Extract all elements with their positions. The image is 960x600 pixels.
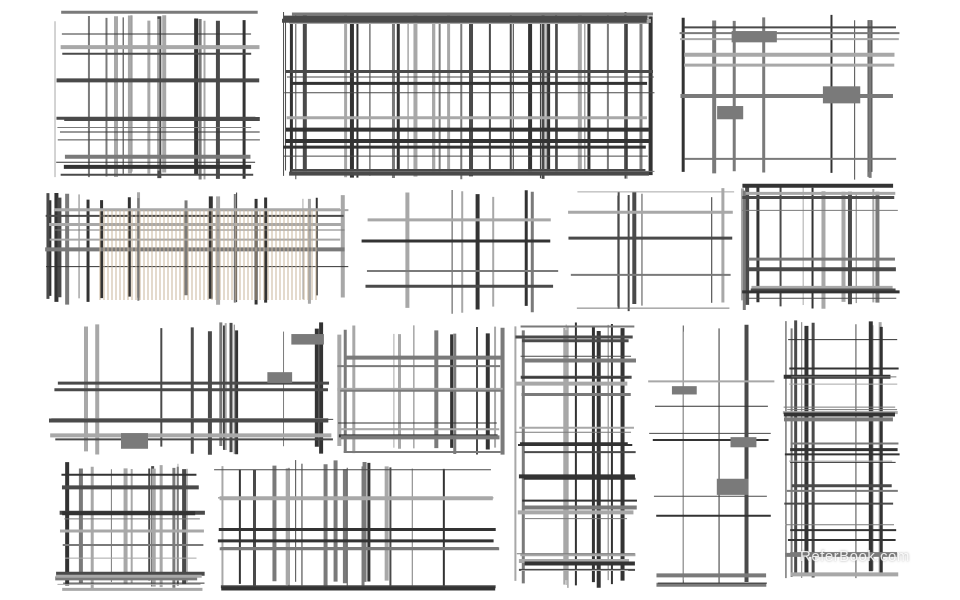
duct-box — [716, 478, 749, 495]
watermark: ReferBook.com — [800, 548, 910, 565]
duct-box — [120, 433, 149, 449]
duct-box — [822, 86, 861, 104]
duct-box — [671, 386, 697, 395]
duct-box — [291, 334, 324, 345]
duct-box — [267, 372, 293, 383]
duct-box — [731, 31, 777, 43]
duct-box — [717, 106, 744, 120]
duct-box — [730, 437, 757, 448]
